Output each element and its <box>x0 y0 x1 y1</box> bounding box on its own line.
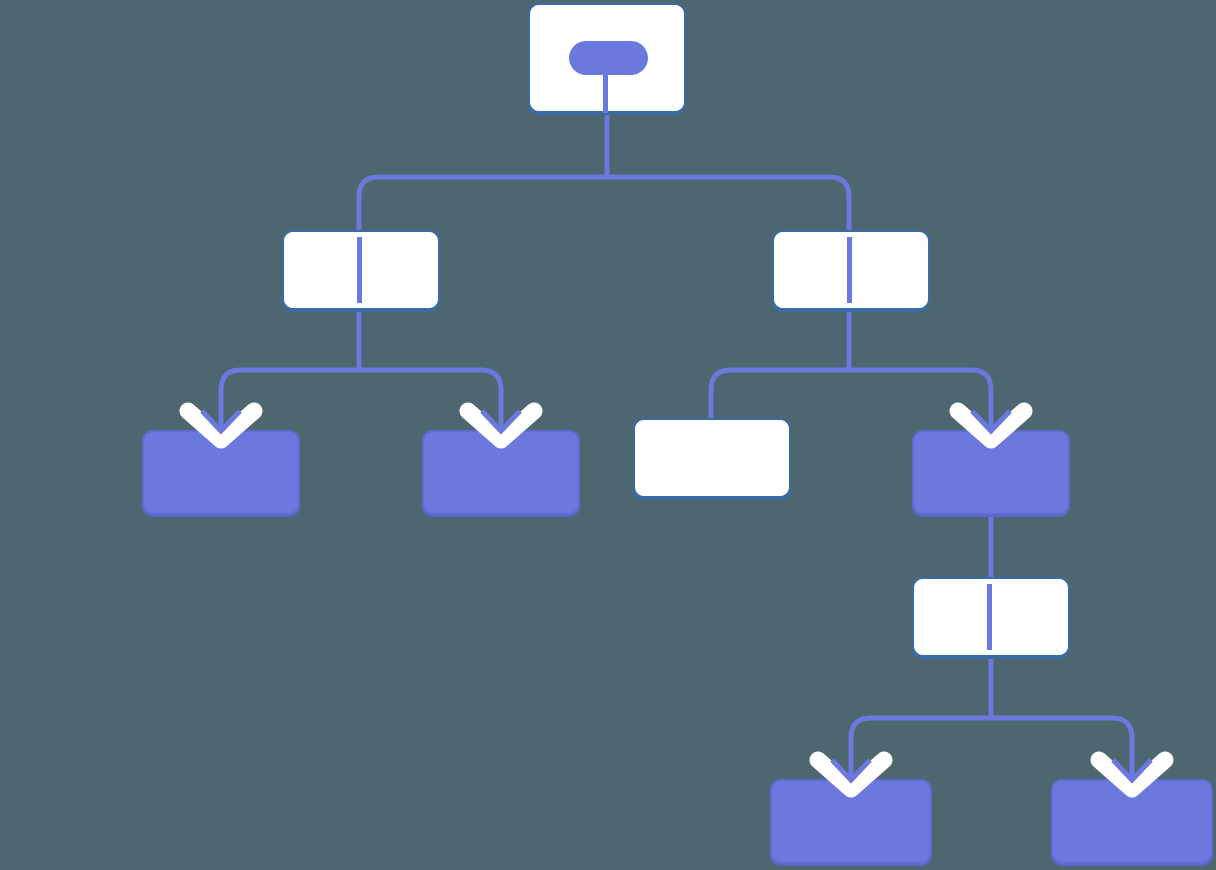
tree-node-leaf-n8[interactable] <box>770 779 932 864</box>
edge-connector <box>218 367 359 437</box>
tree-node-leaf-n3[interactable] <box>142 430 300 515</box>
edge-connector <box>991 715 1135 786</box>
tree-node-leaf-n9[interactable] <box>1051 779 1213 864</box>
node-through-connector <box>603 62 608 113</box>
edge-connector <box>359 367 504 437</box>
tree-node-leaf-n4[interactable] <box>422 430 580 515</box>
node-through-connector <box>847 237 852 303</box>
edge-connector <box>849 367 994 437</box>
edge-connector <box>356 174 607 237</box>
root-node-pill <box>569 41 648 75</box>
tree-node-internal-n5[interactable] <box>633 418 791 498</box>
edge-connector <box>607 174 852 237</box>
node-through-connector <box>987 584 992 650</box>
tree-node-leaf-n6[interactable] <box>912 430 1070 515</box>
edge-connector <box>708 367 849 420</box>
node-through-connector <box>357 237 362 303</box>
edge-connector <box>848 715 991 786</box>
